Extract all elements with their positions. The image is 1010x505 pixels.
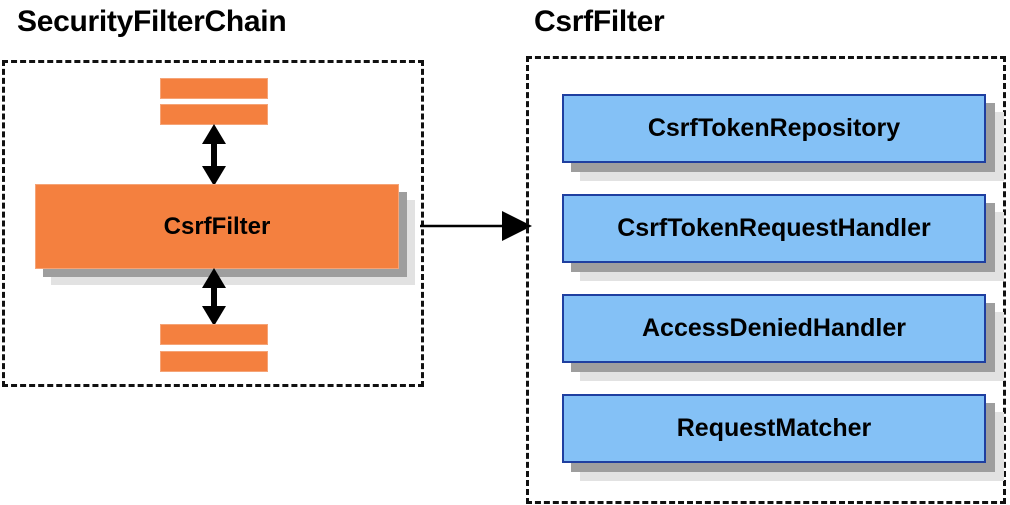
- left-panel-title: SecurityFilterChain: [17, 5, 287, 38]
- component-label: CsrfTokenRepository: [562, 94, 986, 163]
- component-box-csrf-token-request-handler[interactable]: CsrfTokenRequestHandler: [562, 194, 1004, 281]
- filter-bar-above-2: [160, 104, 268, 125]
- csrf-filter-box-label: CsrfFilter: [35, 184, 399, 269]
- right-panel-title: CsrfFilter: [534, 5, 665, 38]
- double-arrow-above-icon: [202, 124, 226, 186]
- component-box-access-denied-handler[interactable]: AccessDeniedHandler: [562, 294, 1004, 381]
- component-label: CsrfTokenRequestHandler: [562, 194, 986, 263]
- filter-bar-below-2: [160, 351, 268, 372]
- component-label: RequestMatcher: [562, 394, 986, 463]
- filter-bar-below-1: [160, 324, 268, 345]
- security-filter-chain-panel: [2, 60, 424, 387]
- csrf-filter-detail-panel: [526, 56, 1006, 504]
- double-arrow-below-icon: [202, 268, 226, 326]
- component-label: AccessDeniedHandler: [562, 294, 986, 363]
- connector-arrow-icon: [420, 211, 532, 241]
- csrf-filter-box[interactable]: CsrfFilter: [35, 184, 415, 285]
- component-box-request-matcher[interactable]: RequestMatcher: [562, 394, 1004, 481]
- filter-bar-above-1: [160, 78, 268, 99]
- component-box-csrf-token-repository[interactable]: CsrfTokenRepository: [562, 94, 1004, 181]
